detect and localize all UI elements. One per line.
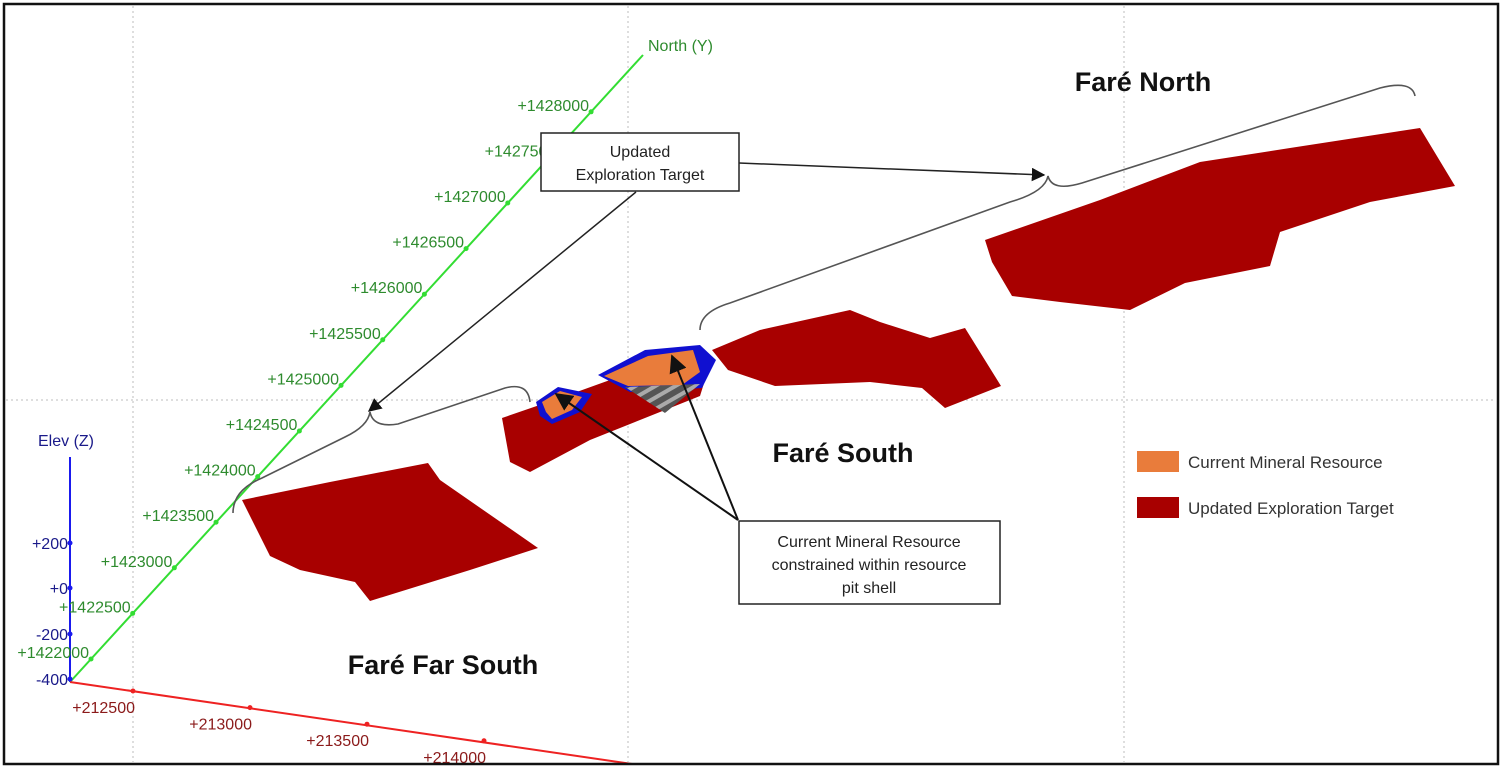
north-brace: [699, 84, 1416, 331]
elev-axis-title: Elev (Z): [38, 433, 94, 450]
target-callout-line1: Updated: [610, 144, 671, 161]
north-axis-tick: [463, 246, 469, 252]
east-axis-tick: [130, 688, 136, 694]
far-south-brace: [232, 385, 531, 514]
resource-callout-line3: pit shell: [842, 580, 896, 597]
resource-callout-line1: Current Mineral Resource: [777, 534, 960, 551]
east-axis-tick-label: +213500: [306, 733, 369, 750]
legend-label-target: Updated Exploration Target: [1188, 499, 1394, 518]
target-callout-line2: Exploration Target: [576, 167, 705, 184]
north-axis-tick-label: +1427000: [434, 189, 506, 206]
north-axis-tick: [130, 610, 136, 616]
elev-axis-tick: [67, 585, 73, 591]
elev-axis-tick: [67, 631, 73, 637]
region-label-far-south: Faré Far South: [348, 650, 539, 680]
legend-label-resource: Current Mineral Resource: [1188, 453, 1383, 472]
north-axis-tick-label: +1423500: [142, 508, 214, 525]
axes: North (Y) Elev (Z) +1422000 +1422500 +1423…: [17, 38, 713, 767]
north-target-body: [985, 128, 1455, 310]
east-axis-line: [69, 681, 633, 765]
exploration-target-bodies: [242, 128, 1455, 601]
north-axis-tick-label: +1426000: [351, 280, 423, 297]
east-axis-tick: [481, 738, 487, 744]
north-axis-tick-label: +1422500: [59, 599, 131, 616]
north-axis-tick: [421, 291, 427, 297]
far-south-target-body: [242, 463, 538, 601]
east-axis-tick-label: +214000: [423, 750, 486, 767]
east-axis-tick-label: +212500: [72, 700, 135, 717]
north-axis-tick: [588, 109, 594, 115]
north-axis-tick-label: +1426500: [392, 235, 464, 252]
legend: Current Mineral Resource Updated Explora…: [1137, 451, 1394, 518]
elev-axis-tick: [67, 676, 73, 682]
south-east-target-body: [712, 310, 1001, 408]
elev-axis-tick: [67, 540, 73, 546]
east-axis-tick: [364, 721, 370, 727]
north-axis-tick-label: +1424000: [184, 463, 256, 480]
resource-callout-line2: constrained within resource: [772, 557, 967, 574]
north-axis-tick: [255, 474, 261, 480]
north-axis-tick-label: +1425000: [267, 371, 339, 388]
target-callout: Updated Exploration Target: [367, 132, 1046, 412]
region-braces: [232, 84, 1416, 514]
north-axis-tick: [88, 656, 94, 662]
elev-axis-tick-label: +0: [50, 581, 68, 598]
region-label-north: Faré North: [1075, 67, 1212, 97]
north-axis-title: North (Y): [648, 38, 713, 55]
north-axis-tick-label: +1425500: [309, 326, 381, 343]
legend-swatch-resource: [1137, 451, 1179, 472]
gridlines: [6, 6, 1496, 762]
north-axis-tick-label: +1423000: [101, 554, 173, 571]
region-label-south: Faré South: [772, 438, 913, 468]
elev-axis-tick-label: -400: [36, 672, 68, 689]
legend-swatch-target: [1137, 497, 1179, 518]
north-axis-tick-label: +142750: [485, 143, 548, 160]
north-axis-tick-label: +1422000: [17, 645, 89, 662]
north-axis-tick: [505, 200, 511, 206]
north-axis-tick: [380, 337, 386, 343]
east-axis-tick-label: +213000: [189, 717, 252, 734]
resource-callout: Current Mineral Resource constrained wit…: [554, 354, 1001, 605]
elev-axis-tick-label: -200: [36, 627, 68, 644]
north-axis-tick: [338, 382, 344, 388]
pit-shell-walls: [625, 384, 700, 413]
elev-axis-tick-label: +200: [32, 536, 68, 553]
east-axis-tick: [247, 705, 253, 711]
north-axis-tick: [213, 519, 219, 525]
north-axis-tick-label: +1424500: [226, 417, 298, 434]
north-axis-tick: [171, 565, 177, 571]
north-axis-tick-label: +1428000: [517, 98, 589, 115]
north-axis-tick: [296, 428, 302, 434]
